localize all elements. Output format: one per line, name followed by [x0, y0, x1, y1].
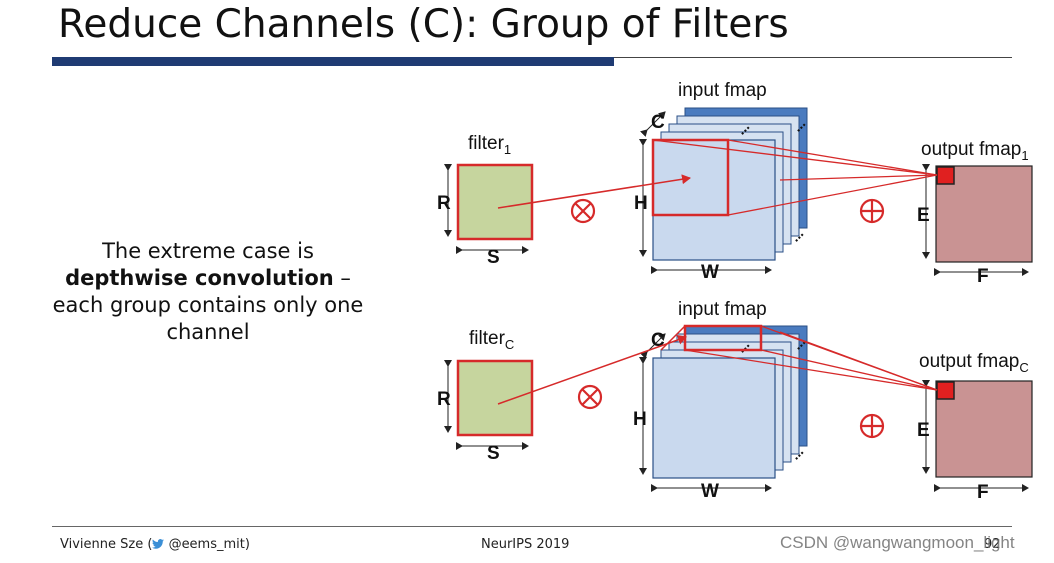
h-label-2: H	[633, 409, 647, 430]
title-underline-bar	[52, 57, 614, 66]
csdn-watermark: CSDN @wangwangmoon_light	[780, 533, 1015, 552]
filter-1-label: filter1	[468, 133, 511, 157]
output-fmap-1-label: output fmap1	[921, 139, 1029, 163]
c-dimension-arrow-2	[639, 333, 666, 360]
footer-rule	[52, 526, 1012, 527]
body-bold-term: depthwise convolution	[65, 266, 334, 290]
body-line-1: The extreme case is	[102, 239, 314, 263]
h-label: H	[634, 193, 648, 214]
w-label-2: W	[701, 481, 719, 502]
twitter-handle: @eems_mit)	[168, 537, 250, 552]
page-number: 92	[984, 537, 1001, 552]
e-label-2: E	[917, 420, 930, 441]
input-fmap-label-2: input fmap	[678, 299, 767, 320]
convolution-operator-icon	[570, 198, 596, 224]
footer-conference: NeurIPS 2019	[481, 537, 570, 552]
e-label: E	[917, 205, 930, 226]
r-label: R	[437, 193, 451, 214]
top-row: filter1 R S input fmap ... ... ... C H	[437, 80, 1033, 287]
filter-c	[456, 359, 534, 437]
input-fmap-label: input fmap	[678, 80, 767, 101]
output-pixel-1	[936, 166, 955, 185]
projection-lines	[652, 139, 938, 216]
c-label: C	[651, 112, 665, 133]
output-fmap-c-label: output fmapC	[919, 351, 1029, 375]
body-line-3: each group contains only one	[52, 293, 364, 317]
filter-1	[456, 163, 534, 241]
input-fmap-stack: ... ... ...	[652, 107, 808, 261]
w-label: W	[701, 262, 719, 283]
author-name: Vivienne Sze (	[60, 537, 153, 552]
accumulate-operator-icon	[859, 198, 885, 224]
filter-c-label: filterC	[469, 328, 514, 352]
accumulate-operator-icon-2	[859, 413, 885, 439]
body-line-2: depthwise convolution –	[30, 265, 386, 292]
c-dimension-arrow	[639, 111, 666, 138]
convolution-operator-icon-2	[577, 384, 603, 410]
output-pixel-c	[936, 381, 955, 400]
bottom-row: filterC R S input fmap ... ... ... C H W	[437, 299, 1033, 503]
twitter-bird-icon	[152, 539, 165, 549]
projection-lines-2	[684, 325, 938, 391]
f-label-2: F	[977, 482, 989, 503]
title-underline-rule	[614, 57, 1012, 58]
body-text: The extreme case is depthwise convolutio…	[30, 238, 386, 346]
s-label: S	[487, 247, 500, 268]
s-label-2: S	[487, 443, 500, 464]
slide-title: Reduce Channels (C): Group of Filters	[58, 2, 789, 47]
footer-author: Vivienne Sze ( @eems_mit)	[60, 537, 250, 552]
body-dash: –	[333, 266, 351, 290]
input-window-highlight	[651, 138, 730, 217]
f-label: F	[977, 266, 989, 287]
filter-c-to-input-arrow	[497, 334, 687, 405]
r-label-2: R	[437, 389, 451, 410]
body-line-4: channel	[166, 320, 250, 344]
c-label-2: C	[651, 330, 665, 351]
filter-to-input-arrow	[497, 174, 691, 209]
